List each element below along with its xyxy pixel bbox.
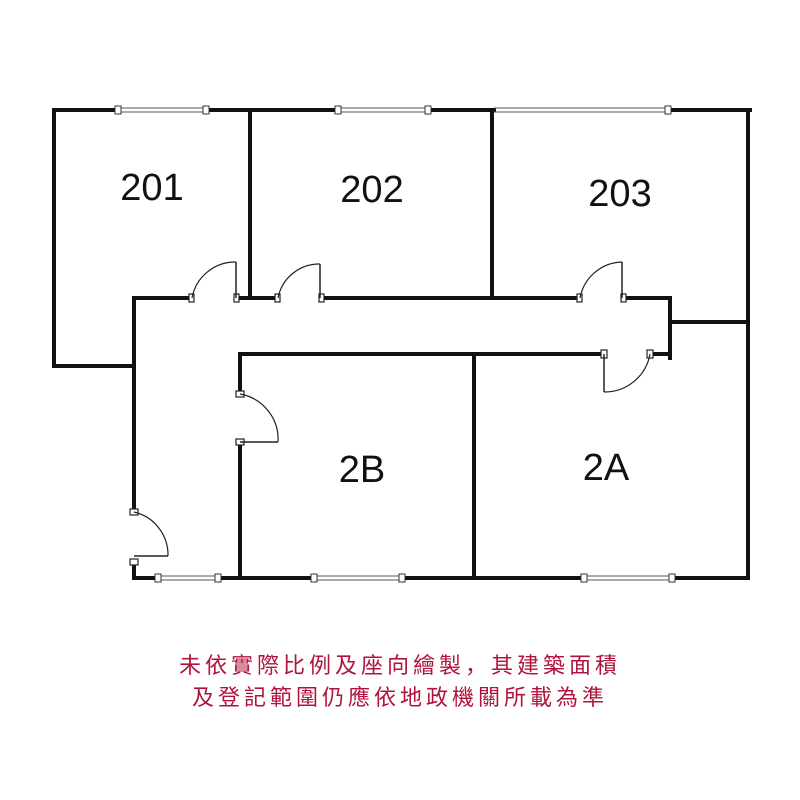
room-label-201: 201	[120, 167, 183, 209]
bottom-window-caps	[154, 573, 676, 583]
room-label-2A: 2A	[583, 447, 630, 489]
door-202	[274, 263, 325, 303]
top-exterior-wall	[52, 107, 752, 113]
disclaimer-line-1: 未依實際比例及座向繪製，其建築面積	[178, 654, 621, 679]
disclaimer-line-2: 及登記範圍仍應依地政機關所載為準	[191, 686, 608, 711]
room-label-203: 203	[588, 173, 651, 215]
room-label-202: 202	[340, 169, 403, 211]
room-label-2B: 2B	[339, 449, 385, 491]
corridor-walls	[132, 296, 672, 580]
top-window-caps	[114, 105, 672, 115]
bottom-exterior-wall	[132, 575, 750, 581]
door-203	[576, 261, 627, 303]
door-201	[188, 261, 240, 303]
door-2B	[235, 390, 279, 446]
room-2B-2A-walls	[472, 320, 750, 580]
room-202-203-walls	[248, 108, 750, 360]
door-entrance	[129, 508, 169, 566]
door-2A	[600, 349, 654, 393]
room-201-walls	[52, 108, 252, 368]
